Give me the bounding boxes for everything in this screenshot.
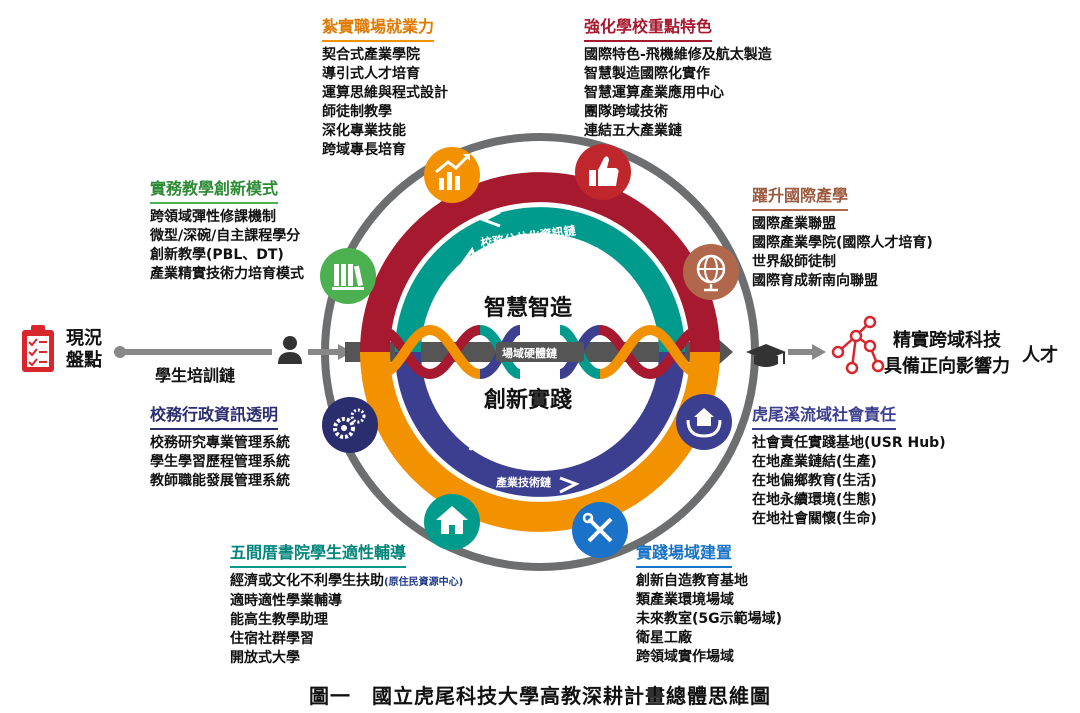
block-admin-item: 校務研究專業管理系統 bbox=[150, 435, 290, 451]
block-practice-item: 產業精實技術力培育模式 bbox=[150, 266, 304, 282]
block-social-item: 社會責任實踐基地(USR Hub) bbox=[752, 435, 946, 451]
block-school-title: 強化學校重點特色 bbox=[584, 16, 713, 42]
center-band-label: 場域硬體鏈 bbox=[502, 347, 557, 360]
block-field-item: 類產業環境場域 bbox=[636, 592, 734, 608]
block-practice-title: 實務教學創新模式 bbox=[150, 178, 279, 204]
block-school-item: 智慧運算產業應用中心 bbox=[584, 85, 724, 101]
block-field-title: 實踐場域建置 bbox=[636, 542, 733, 568]
block-intl-item: 國際產業聯盟 bbox=[752, 216, 836, 232]
hands-house-icon bbox=[676, 394, 732, 450]
block-intl-title: 躍升國際產學 bbox=[752, 185, 849, 211]
block-college: 五間厝書院學生適性輔導 經濟或文化不利學生扶助(原住民資源中心) 適時適性學業輔… bbox=[230, 542, 463, 668]
student-training-chain-label: 學生培訓鏈 bbox=[155, 366, 236, 385]
block-job-item: 導引式人才培育 bbox=[322, 66, 420, 82]
block-social-item: 在地社會關懷(生命) bbox=[752, 511, 877, 527]
person-icon bbox=[278, 336, 302, 364]
block-college-item: 住宿社群學習 bbox=[230, 631, 314, 647]
block-practice-item: 跨領域彈性修課機制 bbox=[150, 209, 276, 225]
block-school-item: 智慧製造國際化實作 bbox=[584, 66, 710, 82]
block-intl-item: 世界級師徒制 bbox=[752, 254, 836, 270]
block-job: 紮實職場就業力 契合式產業學院 導引式人才培育 運算思維與程式設計 師徒制教學 … bbox=[322, 16, 448, 160]
block-school: 強化學校重點特色 國際特色-飛機維修及航太製造 智慧製造國際化實作 智慧運算產業… bbox=[584, 16, 772, 141]
block-job-item: 跨域專長培育 bbox=[322, 142, 406, 158]
chart-up-icon bbox=[424, 147, 480, 203]
block-field: 實踐場域建置 創新自造教育基地 類產業環境場域 未來教室(5G示範場域) 衛星工… bbox=[636, 542, 782, 667]
block-admin: 校務行政資訊透明 校務研究專業管理系統 學生學習歷程管理系統 教師職能發展管理系… bbox=[150, 404, 290, 491]
block-job-item: 深化專業技能 bbox=[322, 123, 406, 139]
block-social-item: 在地產業鏈結(生產) bbox=[752, 454, 877, 470]
center-bottom-label: 創新實踐 bbox=[484, 388, 573, 413]
block-field-item: 創新自造教育基地 bbox=[636, 573, 748, 589]
block-intl: 躍升國際產學 國際產業聯盟 國際產業學院(國際人才培育) 世界級師徒制 國際育成… bbox=[752, 185, 933, 291]
graduation-cap-icon bbox=[746, 344, 786, 367]
block-social-title: 虎尾溪流域社會責任 bbox=[752, 404, 897, 430]
block-job-item: 運算思維與程式設計 bbox=[322, 85, 448, 101]
block-admin-title: 校務行政資訊透明 bbox=[150, 404, 279, 430]
figure-caption: 圖一 國立虎尾科技大學高教深耕計畫總體思維圖 bbox=[309, 684, 771, 708]
center-top-label: 智慧智造 bbox=[484, 296, 573, 321]
block-practice-item: 創新教學(PBL、DT) bbox=[150, 247, 284, 263]
block-social-item: 在地永續環境(生態) bbox=[752, 492, 877, 508]
outcome-label-3: 人才 bbox=[1022, 345, 1058, 366]
block-practice: 實務教學創新模式 跨領域彈性修課機制 微型/深碗/自主課程學分 創新教學(PBL… bbox=[150, 178, 304, 284]
block-college-item-1-note: (原住民資源中心) bbox=[384, 577, 464, 588]
block-social: 虎尾溪流域社會責任 社會責任實踐基地(USR Hub) 在地產業鏈結(生產) 在… bbox=[752, 404, 946, 529]
block-practice-item: 微型/深碗/自主課程學分 bbox=[150, 228, 301, 244]
block-job-item: 師徒制教學 bbox=[322, 104, 392, 120]
tools-icon bbox=[572, 502, 628, 558]
block-school-item: 國際特色-飛機維修及航太製造 bbox=[584, 47, 772, 63]
block-job-item: 契合式產業學院 bbox=[322, 47, 420, 63]
block-college-item: 適時適性學業輔導 bbox=[230, 593, 342, 609]
outcome-label-2: 具備正向影響力 bbox=[884, 356, 1010, 377]
block-field-item: 跨領域實作場域 bbox=[636, 649, 734, 665]
block-college-item-1: 經濟或文化不利學生扶助 bbox=[230, 573, 384, 589]
outcome-label-1: 精實跨域科技 bbox=[893, 330, 1001, 351]
thumbs-up-icon bbox=[575, 144, 631, 200]
block-social-item: 在地偏鄉教育(生活) bbox=[752, 473, 877, 489]
block-admin-item: 學生學習歷程管理系統 bbox=[150, 454, 290, 470]
block-field-item: 衛星工廠 bbox=[636, 630, 692, 646]
network-icon bbox=[831, 315, 885, 375]
block-college-item: 開放式大學 bbox=[230, 650, 300, 666]
navy-arc bbox=[395, 351, 685, 497]
teal-arc bbox=[395, 207, 685, 353]
block-school-item: 團隊跨域技術 bbox=[584, 104, 668, 120]
arc-label-navy: 社會責任鏈 bbox=[498, 435, 553, 448]
house-icon bbox=[424, 494, 480, 550]
block-college-item: 經濟或文化不利學生扶助(原住民資源中心) bbox=[230, 572, 463, 592]
block-college-title: 五間厝書院學生適性輔導 bbox=[230, 542, 407, 568]
block-job-title: 紮實職場就業力 bbox=[322, 16, 435, 42]
gears-icon bbox=[322, 397, 378, 453]
books-icon bbox=[320, 248, 376, 304]
block-field-item: 未來教室(5G示範場域) bbox=[636, 611, 783, 627]
block-admin-item: 教師職能發展管理系統 bbox=[150, 473, 290, 489]
arc-label-orange: 產業技術鏈 bbox=[496, 476, 551, 489]
clipboard-icon bbox=[22, 325, 54, 372]
globe-icon bbox=[683, 244, 739, 300]
status-inventory-label: 現況 盤點 bbox=[66, 328, 102, 371]
block-intl-item: 國際產業學院(國際人才培育) bbox=[752, 235, 933, 251]
block-college-item: 能高生教學助理 bbox=[230, 612, 328, 628]
block-intl-item: 國際育成新南向聯盟 bbox=[752, 273, 878, 289]
block-school-item: 連結五大產業鏈 bbox=[584, 123, 682, 139]
